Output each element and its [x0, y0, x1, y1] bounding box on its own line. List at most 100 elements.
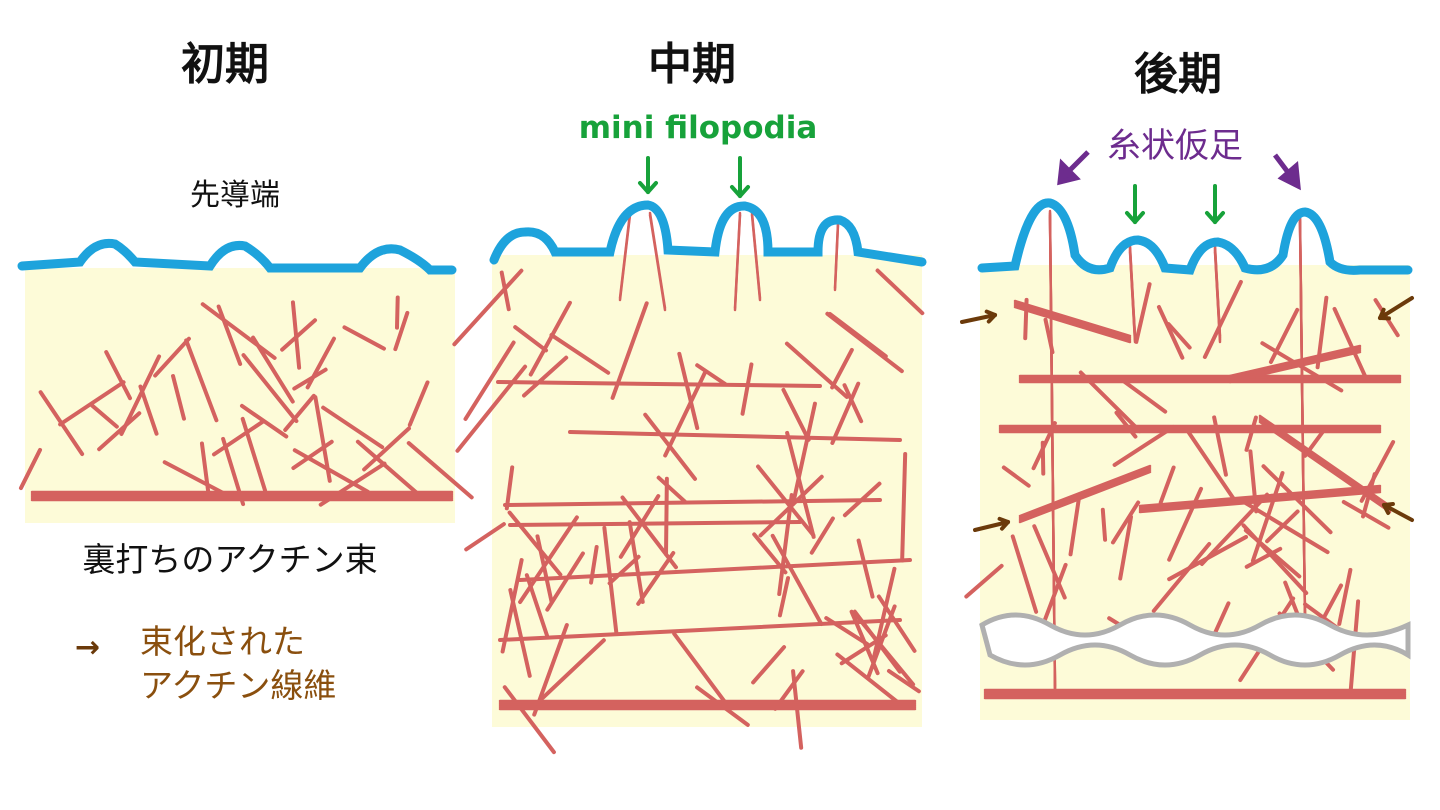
actin-filament [535, 534, 554, 604]
actin-filament [784, 341, 849, 399]
actin-filament [305, 336, 336, 390]
actin-filament [1134, 282, 1152, 344]
actin-filament [292, 448, 370, 494]
arrowhead-icon [1057, 158, 1081, 186]
membrane-early [17, 238, 457, 275]
actin-filament [1032, 524, 1067, 600]
bundled-actin-filament [648, 213, 667, 312]
title-late: 後期 [1134, 49, 1222, 100]
bundled-actin-filament [1228, 350, 1362, 384]
bundled-actin-filament [1213, 250, 1222, 344]
actin-filament [507, 510, 563, 577]
actin-filament [407, 380, 430, 427]
actin-filament [886, 669, 921, 694]
arrow-icon [1066, 150, 1090, 174]
actin-filament [355, 439, 420, 496]
actin-filament [549, 333, 611, 375]
actin-filament [513, 325, 549, 353]
actin-filament [672, 631, 729, 707]
actin-filament [627, 520, 645, 604]
bundled-actin-filament [1013, 299, 1132, 338]
bundled-actin-filament [1048, 215, 1057, 694]
actin-filament [502, 685, 556, 755]
actin-filament [1156, 305, 1185, 360]
actin-filament [518, 558, 912, 582]
bundled-actin-filament [1018, 468, 1152, 522]
actin-filament [153, 336, 191, 378]
actin-filaments-late [964, 209, 1407, 700]
actin-filament [283, 393, 316, 432]
actin-filament [827, 311, 888, 359]
actin-filament [1185, 428, 1236, 501]
actin-filament [496, 380, 822, 388]
actin-filament [1118, 376, 1168, 414]
actin-filament [842, 383, 864, 424]
actin-filament [522, 355, 569, 398]
cytoplasm-early [25, 268, 455, 523]
actin-filaments-middle [452, 211, 925, 755]
bundled-actin-filament [1018, 466, 1152, 520]
bundled-actin-filament [1228, 344, 1362, 378]
actin-filament [663, 370, 707, 458]
green-arrows [638, 156, 1225, 224]
actin-filament [211, 419, 265, 457]
actin-filament [1100, 507, 1108, 542]
actin-filament [342, 325, 386, 351]
actin-filament [1110, 500, 1141, 545]
actin-filament [58, 380, 126, 427]
actin-filament [1213, 601, 1231, 635]
actin-filament [740, 362, 754, 416]
actin-filament [1158, 465, 1176, 505]
actin-filament [607, 554, 641, 586]
actin-filament [104, 350, 132, 401]
arrowhead-icon [1277, 160, 1301, 191]
arrowhead-icon [984, 309, 997, 317]
actin-filament [291, 439, 334, 470]
actin-filament [695, 363, 728, 386]
legend-arrow-icon: → [75, 630, 101, 665]
legend-line-2: アクチン線維 [140, 666, 337, 705]
bundled-actin-filament [1258, 416, 1392, 510]
mini-filopodia-label: mini filopodia [578, 110, 818, 146]
bundle-arrow-icon [973, 520, 1010, 532]
actin-filament [184, 338, 219, 423]
actin-filament [751, 645, 787, 685]
actin-filament [964, 563, 1004, 599]
actin-filament [1010, 534, 1039, 614]
actin-filament [171, 374, 186, 421]
actin-filament [900, 451, 908, 563]
actin-filament [240, 416, 268, 493]
actin-filament [1268, 307, 1300, 364]
panel-middle [452, 200, 927, 755]
actin-filament [781, 387, 811, 442]
actin-filament [362, 426, 411, 472]
actin-filament [532, 623, 569, 717]
bundled-actin-filament [833, 223, 840, 292]
actin-filament [830, 381, 861, 445]
actin-filament [97, 411, 142, 452]
purple-arrows [1057, 150, 1301, 191]
actin-filament [504, 465, 515, 511]
bundled-actin-filament [1018, 464, 1152, 518]
legend-text: 束化された アクチン線維 [140, 620, 336, 708]
bundled-actin-filament [1138, 484, 1382, 508]
actin-filament [677, 351, 700, 430]
actin-filament [568, 430, 902, 442]
title-middle: 中期 [648, 39, 736, 90]
actin-filament [656, 475, 687, 504]
cortical-bundle-label: 裏打ちのアクチン束 [82, 540, 378, 579]
actin-filament [524, 573, 550, 639]
actin-filament [138, 384, 159, 436]
actin-filament [498, 618, 902, 642]
actin-filament [216, 304, 243, 366]
actin-filament [1199, 492, 1270, 566]
actin-filament [856, 538, 875, 599]
cell-cut-band [979, 612, 1411, 668]
actin-filament [200, 302, 277, 360]
panel-late [964, 150, 1413, 720]
actin-filament [452, 268, 524, 347]
actin-filament [791, 401, 817, 506]
actin-filament [875, 268, 925, 316]
actin-filament [809, 516, 835, 555]
